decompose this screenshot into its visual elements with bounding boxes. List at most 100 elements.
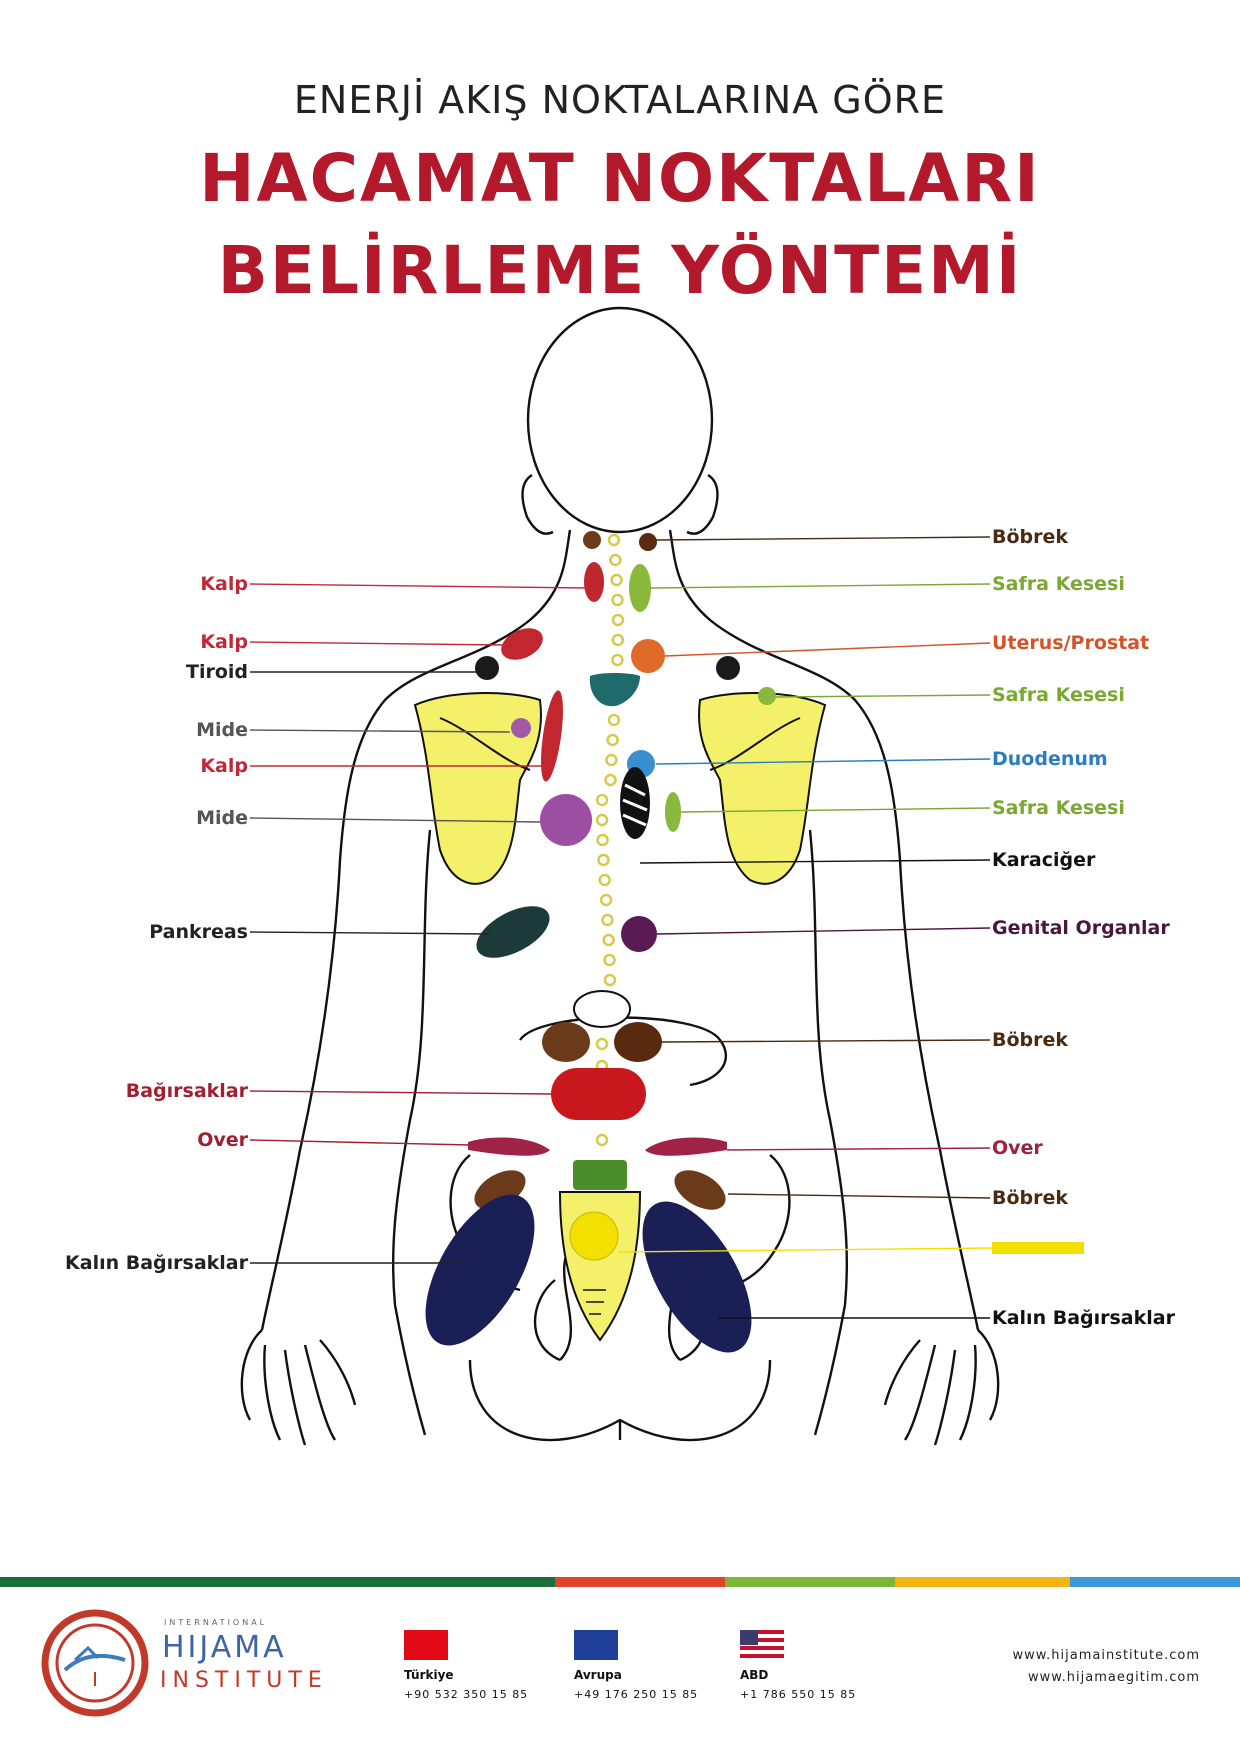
- website-link-2[interactable]: www.hijamaegitim.com: [1027, 1670, 1200, 1685]
- spine-dot: [604, 773, 617, 787]
- spine-dot: [607, 533, 621, 547]
- organ-label-right: Böbrek: [992, 1029, 1068, 1051]
- point-liver: [620, 767, 650, 839]
- spine-dot: [596, 833, 609, 847]
- organ-label-right: Böbrek: [992, 526, 1068, 548]
- leader-line: [249, 931, 491, 935]
- point-gallbladder-mid: [665, 792, 681, 832]
- right-scapula: [698, 692, 827, 885]
- point-liver-stripes: [622, 783, 648, 827]
- leader-line: [664, 642, 991, 657]
- left-hand: [240, 1329, 357, 1446]
- organ-label-left: Kalın Bağırsaklar: [65, 1252, 249, 1274]
- leader-line: [249, 1139, 471, 1146]
- footer-stripe-blue: [1070, 1577, 1240, 1587]
- leader-line: [249, 1090, 553, 1095]
- spine-dot: [611, 593, 624, 607]
- point-sacrum-yellow: [569, 1211, 619, 1261]
- point-heart-neck: [584, 562, 604, 602]
- point-teal-neck: [589, 673, 640, 707]
- office-name-usa: ABD: [740, 1668, 769, 1682]
- point-large-intestine-right: [642, 1201, 752, 1353]
- usa-flag-icon: [740, 1630, 784, 1660]
- spine-dot: [595, 793, 609, 807]
- left-scapula: [413, 692, 542, 885]
- leader-line: [680, 807, 991, 813]
- point-stomach-small: [511, 718, 531, 738]
- organ-label-left: Pankreas: [149, 921, 248, 943]
- point-kidney-left: [542, 1022, 590, 1062]
- left-ear: [521, 473, 554, 535]
- leader-line: [655, 758, 991, 765]
- organ-label-highlight: [992, 1242, 1084, 1254]
- point-green-sacral: [573, 1160, 627, 1190]
- point-thyroid-right: [716, 656, 740, 680]
- spine-dot: [595, 813, 609, 827]
- footer-stripe-yellow: [895, 1577, 1070, 1587]
- point-heart-shoulder: [501, 628, 543, 660]
- point-intestines: [551, 1068, 646, 1120]
- leader-line: [656, 927, 991, 935]
- point-gallbladder-neck: [629, 564, 651, 612]
- spine-dot: [603, 973, 617, 987]
- leader-line: [249, 729, 511, 733]
- organ-label-right: Safra Kesesi: [992, 684, 1125, 706]
- point-pancreas: [476, 906, 550, 958]
- scapulae: [413, 692, 827, 885]
- office-phone-usa: +1 786 550 15 85: [740, 1688, 857, 1701]
- spine-dot: [595, 1133, 609, 1147]
- ribcage-oval: [519, 1016, 727, 1087]
- point-kidney-neck-right: [639, 533, 657, 551]
- organ-label-right: Safra Kesesi: [992, 573, 1125, 595]
- office-name-europe: Avrupa: [574, 1668, 622, 1682]
- organ-label-right: Over: [992, 1137, 1043, 1159]
- head: [526, 306, 714, 534]
- organ-label-left: Mide: [196, 807, 248, 829]
- hip-inner-oval: [573, 990, 631, 1028]
- leader-line: [661, 1039, 991, 1043]
- point-ovary-left: [468, 1137, 550, 1156]
- organ-label-right: Genital Organlar: [992, 917, 1170, 939]
- spine-dot: [610, 573, 623, 587]
- point-large-intestine-left: [425, 1194, 535, 1346]
- office-phone-europe: +49 176 250 15 85: [574, 1688, 699, 1701]
- leader-line: [655, 536, 991, 541]
- spine-dot: [606, 733, 619, 747]
- organ-label-right: Uterus/Prostat: [992, 632, 1149, 654]
- torso-outline: [260, 529, 980, 1331]
- page-title-line2: BELİRLEME YÖNTEMİ: [217, 232, 1023, 309]
- office-phone-turkey: +90 532 350 15 85: [404, 1688, 529, 1701]
- body-diagram: KalpKalpTiroidMideKalpMidePankreasBağırs…: [65, 306, 1176, 1446]
- point-stomach-large: [540, 794, 592, 846]
- spine-dot: [598, 873, 611, 887]
- labels-left: KalpKalpTiroidMideKalpMidePankreasBağırs…: [65, 573, 249, 1274]
- left-inner-arm: [391, 829, 432, 1306]
- right-ear: [686, 473, 719, 535]
- leader-line: [649, 583, 991, 589]
- organ-label-right: Duodenum: [992, 748, 1108, 770]
- spine-dot: [597, 853, 610, 867]
- leader-line: [639, 859, 991, 864]
- brand-main-text: HIJAMA: [162, 1630, 287, 1665]
- page-title-line1: HACAMAT NOKTALARI: [199, 140, 1041, 217]
- spine-dot: [609, 553, 622, 567]
- point-thyroid-left: [475, 656, 499, 680]
- right-hand: [883, 1329, 1000, 1446]
- leader-line: [727, 1193, 991, 1199]
- spine-dot: [611, 653, 624, 667]
- spine-dot: [601, 913, 614, 927]
- eu-flag-icon: [574, 1630, 618, 1660]
- organ-label-left: Tiroid: [186, 661, 248, 683]
- website-link-1[interactable]: www.hijamainstitute.com: [1012, 1648, 1200, 1663]
- leader-line: [726, 1147, 991, 1151]
- organ-label-left: Bağırsaklar: [126, 1080, 249, 1102]
- footer-stripe-green: [0, 1577, 555, 1587]
- leader-lines: [249, 536, 993, 1319]
- spine-dot: [595, 1037, 609, 1051]
- point-gallbladder-shoulder: [758, 687, 776, 705]
- brand-small-text: INTERNATIONAL: [164, 1618, 268, 1627]
- office-name-turkey: Türkiye: [404, 1668, 454, 1682]
- turkey-flag-icon: [404, 1630, 448, 1660]
- leader-line: [617, 1247, 993, 1253]
- organ-label-right: Safra Kesesi: [992, 797, 1125, 819]
